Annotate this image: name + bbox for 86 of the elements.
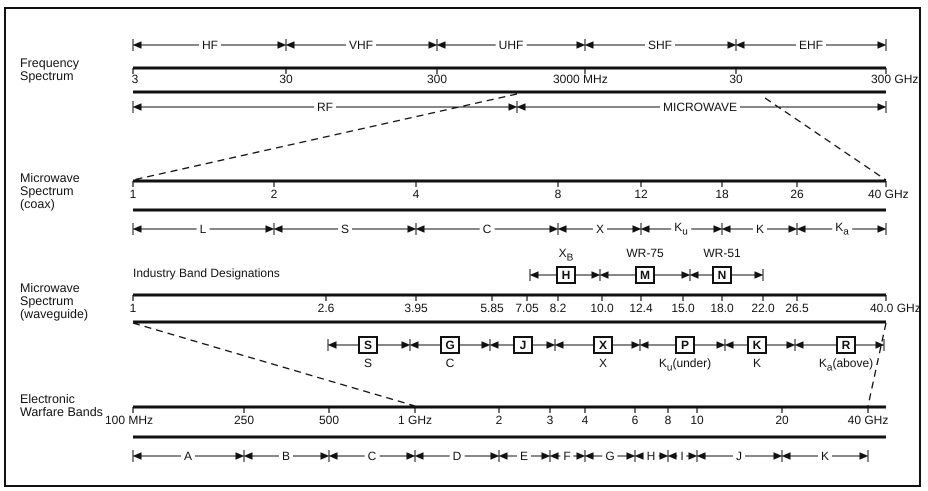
tick-label: 100 MHz xyxy=(105,414,154,427)
band-label: C xyxy=(480,223,494,236)
tick-label: 6 xyxy=(632,414,638,427)
band-letter-box: X xyxy=(593,336,613,354)
band-name: X$_{B}$ xyxy=(558,247,574,264)
tick-label: 8.2 xyxy=(550,302,566,315)
band-letter-box: G xyxy=(440,336,460,354)
band-letter-box: P xyxy=(675,336,695,354)
band-label: G xyxy=(602,450,618,463)
tick-label: 18.0 xyxy=(710,302,734,315)
band-letter-box: M xyxy=(635,266,655,284)
tick-label: 1 xyxy=(130,188,136,201)
band-label: UHF xyxy=(496,39,526,52)
band-label: RF xyxy=(314,101,336,114)
tick-label: 250 xyxy=(234,414,254,427)
tick-label: 5.85 xyxy=(480,302,504,315)
band-name: K$_{a}$(above) xyxy=(818,357,874,374)
band-label: K xyxy=(753,223,767,236)
band-label: I xyxy=(677,450,687,463)
band-label: J xyxy=(733,450,745,463)
tick-label: 8 xyxy=(554,188,562,201)
band-letter-box: H xyxy=(556,266,576,284)
tick-label: 2.6 xyxy=(318,302,334,315)
band-label: X xyxy=(593,223,607,236)
band-label: F xyxy=(560,450,574,463)
band-label: VHF xyxy=(346,39,376,52)
band-label: K xyxy=(818,450,832,463)
band-label: EHF xyxy=(796,39,826,52)
tick-label: 20 xyxy=(775,414,789,427)
tick-label: 22.0 xyxy=(751,302,775,315)
band-letter-box: S xyxy=(358,336,378,354)
band-letter-box: N xyxy=(712,266,732,284)
tick-label: 40.0 GHz xyxy=(870,302,921,315)
band-name: C xyxy=(446,357,454,370)
tick-label: 2 xyxy=(270,188,278,201)
band-letter-box: K xyxy=(747,336,767,354)
band-name: WR-51 xyxy=(703,247,741,260)
row-title: Electronic Warfare Bands xyxy=(20,393,104,419)
band-name: K$_{u}$(under) xyxy=(658,357,712,374)
tick-label: 40 GHz xyxy=(868,188,909,201)
band-name: WR-75 xyxy=(626,247,664,260)
tick-label: 30 xyxy=(279,73,293,86)
band-label: L xyxy=(196,223,210,236)
tick-label: 40 GHz xyxy=(848,414,888,427)
tick-label: 500 xyxy=(318,414,340,427)
band-label: S xyxy=(338,223,352,236)
tick-label: 12 xyxy=(634,188,648,201)
band-label: MICROWAVE xyxy=(660,101,740,114)
tick-label: 10.0 xyxy=(590,302,614,315)
tick-label: 300 xyxy=(426,73,448,86)
band-name: S xyxy=(364,357,372,370)
tick-label: 4 xyxy=(412,188,420,201)
tick-label: 3.95 xyxy=(404,302,428,315)
band-label: HF xyxy=(199,39,221,52)
tick-label: 4 xyxy=(582,414,588,427)
band-label: SHF xyxy=(645,39,675,52)
band-name: K xyxy=(753,357,761,370)
tick-label: 30 xyxy=(729,73,743,86)
tick-label: 12.4 xyxy=(629,302,653,315)
band-label: C xyxy=(364,450,380,463)
band-name: X xyxy=(599,357,607,370)
tick-label: 15.0 xyxy=(671,302,695,315)
tick-label: 10 xyxy=(690,414,704,427)
tick-label: 3 xyxy=(132,73,138,86)
row-title: Microwave Spectrum (coax) xyxy=(20,172,81,211)
tick-label: 8 xyxy=(664,414,672,427)
tick-label: 26 xyxy=(790,188,804,201)
tick-label: 2 xyxy=(496,414,502,427)
tick-label: 3000 MHz xyxy=(553,73,608,86)
band-label: E xyxy=(517,450,531,463)
tick-label: 1 xyxy=(130,302,136,315)
band-label: D xyxy=(450,450,464,463)
tick-label: 3 xyxy=(546,414,554,427)
tick-label: 7.05 xyxy=(515,302,539,315)
tick-label: 1 GHz xyxy=(398,414,432,427)
tick-label: 18 xyxy=(715,188,729,201)
section-heading: Industry Band Designations xyxy=(133,267,280,280)
band-letter-box: R xyxy=(836,336,856,354)
tick-label: 300 GHz xyxy=(871,73,918,86)
row-title: Frequency Spectrum xyxy=(20,57,80,83)
tick-label: 26.5 xyxy=(785,302,809,315)
band-label: H xyxy=(644,450,658,463)
row-title: Microwave Spectrum (waveguide) xyxy=(20,282,90,321)
band-label: B xyxy=(279,450,293,463)
band-letter-box: J xyxy=(513,336,533,354)
band-label: A xyxy=(181,450,195,463)
